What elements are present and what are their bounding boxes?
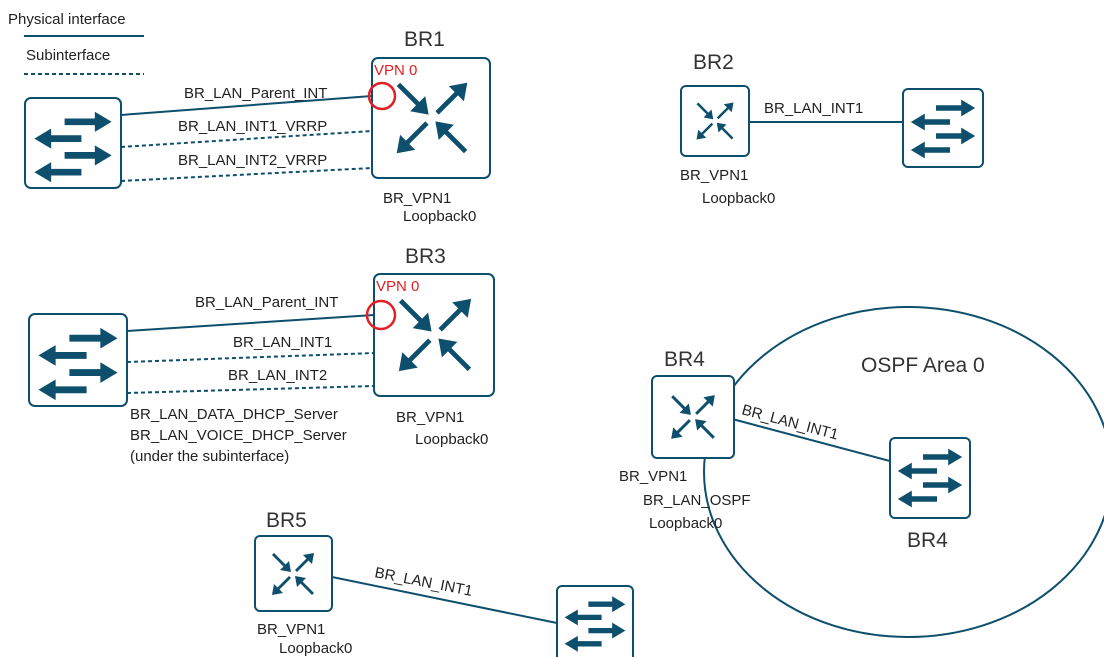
legend: Physical interface Subinterface bbox=[8, 11, 144, 75]
legend-physical-label: Physical interface bbox=[8, 11, 126, 28]
br5-lan-switch[interactable] bbox=[556, 585, 634, 657]
br5-router[interactable] bbox=[254, 535, 333, 612]
br4-vpn1-label: BR_VPN1 bbox=[619, 468, 687, 485]
br1-vpn1-label: BR_VPN1 bbox=[383, 190, 451, 207]
br3-int1-label: BR_LAN_INT1 bbox=[233, 334, 332, 351]
br4-lan-switch[interactable] bbox=[889, 437, 971, 519]
br3-dhcp-data-label: BR_LAN_DATA_DHCP_Server bbox=[130, 406, 338, 423]
br3-vpn-label: VPN 0 bbox=[376, 278, 419, 295]
br2-loopback-label: Loopback0 bbox=[702, 190, 775, 207]
br5-loopback-label: Loopback0 bbox=[279, 640, 352, 657]
br1-group: BR1 VPN 0 BR_LAN_Parent_INT BR_LAN_INT1_… bbox=[24, 28, 491, 225]
br1-vpn-label: VPN 0 bbox=[374, 62, 417, 79]
br5-group: BR5 BR_LAN_INT1 BR_VPN1 Loopback0 bbox=[254, 509, 634, 657]
br3-parent-label: BR_LAN_Parent_INT bbox=[195, 294, 338, 311]
br3-int2-label: BR_LAN_INT2 bbox=[228, 367, 327, 384]
br1-int2-link bbox=[120, 167, 373, 182]
br1-int2-label: BR_LAN_INT2_VRRP bbox=[178, 152, 327, 169]
br3-dhcp-voice-label: BR_LAN_VOICE_DHCP_Server bbox=[130, 427, 347, 444]
br2-lan-switch[interactable] bbox=[902, 88, 984, 168]
br5-router-box bbox=[254, 535, 333, 612]
br3-dhcp-note-label: (under the subinterface) bbox=[130, 448, 289, 465]
br4-ospf-label: BR_LAN_OSPF bbox=[643, 492, 751, 509]
br3-parent-link bbox=[126, 314, 375, 332]
br1-lan-switch[interactable] bbox=[24, 97, 122, 189]
br1-vpn0-circle bbox=[367, 81, 397, 111]
br4-router[interactable] bbox=[651, 375, 735, 459]
br3-group: BR3 VPN 0 BR_LAN_Parent_INT BR_LAN_INT1 … bbox=[28, 245, 495, 465]
br1-loopback-label: Loopback0 bbox=[403, 208, 476, 225]
br1-parent-link bbox=[120, 95, 373, 116]
br4-switch-label: BR4 bbox=[907, 529, 948, 552]
br1-parent-label: BR_LAN_Parent_INT bbox=[184, 85, 327, 102]
br2-lan-switch-box bbox=[902, 88, 984, 168]
br3-title: BR3 bbox=[405, 245, 446, 268]
br3-lan-switch[interactable] bbox=[28, 313, 128, 407]
ospf-area-ellipse bbox=[703, 306, 1104, 638]
br1-router[interactable] bbox=[371, 57, 491, 179]
br5-title: BR5 bbox=[266, 509, 307, 532]
br4-router-box bbox=[651, 375, 735, 459]
br5-vpn1-label: BR_VPN1 bbox=[257, 621, 325, 638]
br4-loopback-label: Loopback0 bbox=[649, 515, 722, 532]
br4-lan-switch-box bbox=[889, 437, 971, 519]
br2-int1-label: BR_LAN_INT1 bbox=[764, 100, 863, 117]
legend-sub-label: Subinterface bbox=[26, 47, 110, 64]
br3-int1-link bbox=[126, 352, 375, 363]
br2-router-box bbox=[680, 85, 750, 157]
br3-router[interactable] bbox=[373, 273, 495, 397]
br1-title: BR1 bbox=[404, 28, 445, 51]
br3-loopback-label: Loopback0 bbox=[415, 431, 488, 448]
br2-group: BR2 BR_LAN_INT1 BR_VPN1 Loopback0 bbox=[680, 51, 984, 207]
br5-int1-label: BR_LAN_INT1 bbox=[373, 564, 474, 600]
br3-int2-link bbox=[126, 385, 375, 394]
br4-group: BR4 OSPF Area 0 BR_LAN_INT1 BR_VPN1 BR_L… bbox=[619, 306, 1104, 638]
ospf-area-label: OSPF Area 0 bbox=[861, 354, 985, 377]
br5-int1-link bbox=[331, 576, 558, 624]
br4-int1-link bbox=[720, 415, 891, 462]
br2-title: BR2 bbox=[693, 51, 734, 74]
br1-int1-label: BR_LAN_INT1_VRRP bbox=[178, 118, 327, 135]
br4-int1-label: BR_LAN_INT1 bbox=[740, 401, 840, 443]
br3-vpn0-circle bbox=[365, 299, 397, 331]
br2-vpn1-label: BR_VPN1 bbox=[680, 167, 748, 184]
br2-router[interactable] bbox=[680, 85, 750, 157]
br4-title: BR4 bbox=[664, 348, 705, 371]
br3-vpn1-label: BR_VPN1 bbox=[396, 409, 464, 426]
